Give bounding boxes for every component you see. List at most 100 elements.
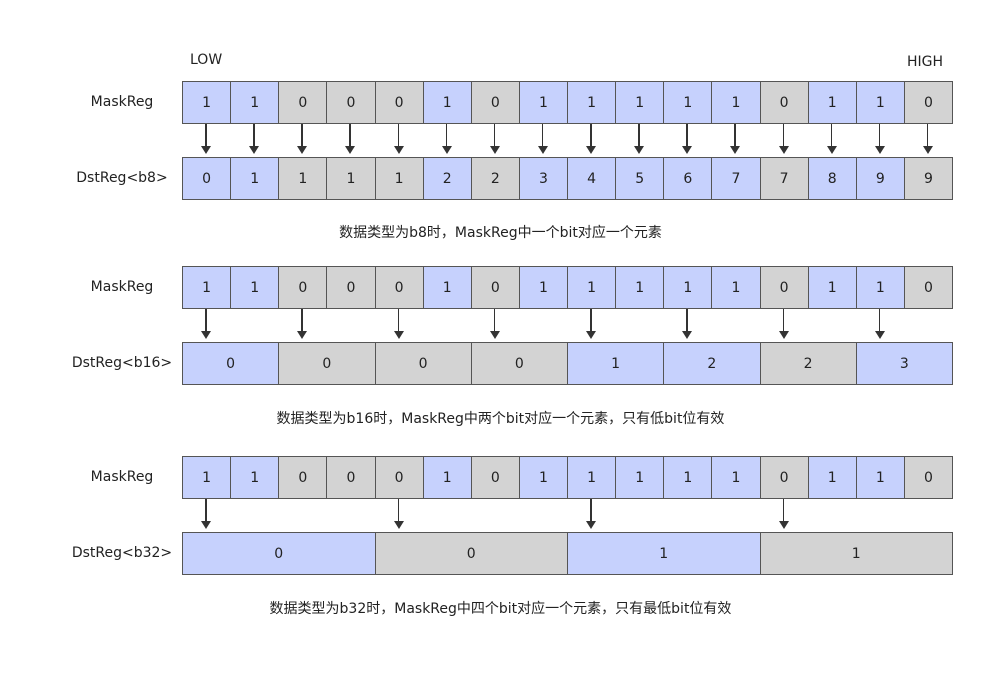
mapping-arrow — [344, 124, 356, 154]
mask-bit-cell: 0 — [326, 456, 376, 499]
dst-element-cell: 4 — [567, 157, 617, 200]
dst-element-cell: 1 — [230, 157, 280, 200]
mapping-arrow — [489, 124, 501, 154]
dst-element-cell: 7 — [759, 157, 809, 200]
mapping-arrow — [393, 124, 405, 154]
dst-reg-label: DstReg<b8> — [76, 170, 168, 186]
mask-bit-cell: 1 — [422, 81, 472, 124]
mask-bit-cell: 1 — [567, 81, 617, 124]
dst-element-cell: 0 — [374, 342, 472, 385]
dst-element-cell: 0 — [182, 157, 232, 200]
dst-reg-label: DstReg<b16> — [71, 355, 173, 371]
mask-bit-cell: 1 — [807, 266, 857, 309]
mask-bit-cell: 1 — [615, 456, 665, 499]
dst-element-cell: 2 — [663, 342, 761, 385]
mask-bit-cell: 1 — [663, 456, 713, 499]
section-caption: 数据类型为b32时，MaskReg中四个bit对应一个元素，只有最低bit位有效 — [269, 601, 732, 617]
mapping-arrow — [489, 309, 501, 339]
mapping-arrow — [681, 309, 693, 339]
mask-bit-cell: 0 — [278, 266, 328, 309]
mapping-arrow — [393, 499, 405, 529]
mask-bit-cell: 1 — [230, 81, 280, 124]
mask-bit-cell: 0 — [470, 456, 520, 499]
mask-bit-cell: 0 — [374, 81, 424, 124]
mapping-arrow — [729, 124, 741, 154]
mapping-arrow — [585, 499, 597, 529]
mapping-arrow — [778, 309, 790, 339]
dst-element-cell: 3 — [855, 342, 953, 385]
dst-element-cell: 1 — [326, 157, 376, 200]
mask-bit-cell: 0 — [759, 456, 809, 499]
mask-bit-cell: 0 — [759, 81, 809, 124]
mask-bit-cell: 1 — [711, 81, 761, 124]
mask-bit-cell: 1 — [855, 456, 905, 499]
mapping-arrow — [874, 309, 886, 339]
mask-reg-label: MaskReg — [90, 469, 154, 485]
mapping-arrow — [633, 124, 645, 154]
mapping-arrow — [537, 124, 549, 154]
dst-element-cell: 9 — [903, 157, 953, 200]
dst-element-cell: 2 — [422, 157, 472, 200]
mask-bit-cell: 1 — [518, 81, 568, 124]
mask-bit-cell: 1 — [518, 456, 568, 499]
mapping-arrow — [585, 124, 597, 154]
mask-bit-cell: 1 — [422, 456, 472, 499]
mask-bit-cell: 1 — [855, 81, 905, 124]
dst-element-cell: 2 — [759, 342, 857, 385]
mask-bit-cell: 1 — [422, 266, 472, 309]
dst-element-cell: 2 — [470, 157, 520, 200]
mask-bit-cell: 0 — [470, 81, 520, 124]
low-label: LOW — [190, 52, 223, 68]
mask-bit-cell: 0 — [326, 266, 376, 309]
dst-element-cell: 0 — [470, 342, 568, 385]
mask-bit-cell: 1 — [615, 266, 665, 309]
mask-bit-cell: 0 — [326, 81, 376, 124]
dst-element-cell: 0 — [182, 532, 376, 575]
dst-element-cell: 0 — [182, 342, 280, 385]
mapping-arrow — [922, 124, 934, 154]
dst-element-cell: 9 — [855, 157, 905, 200]
mask-bit-cell: 0 — [278, 456, 328, 499]
mask-bit-cell: 0 — [903, 456, 953, 499]
mapping-arrow — [778, 499, 790, 529]
mapping-arrow — [826, 124, 838, 154]
mask-bit-cell: 1 — [182, 81, 232, 124]
mask-bit-cell: 1 — [855, 266, 905, 309]
mask-reg-label: MaskReg — [90, 279, 154, 295]
dst-element-cell: 1 — [567, 342, 665, 385]
mask-bit-cell: 1 — [807, 81, 857, 124]
mask-bit-cell: 1 — [518, 266, 568, 309]
mask-bit-cell: 1 — [663, 266, 713, 309]
mask-bit-cell: 0 — [759, 266, 809, 309]
dst-element-cell: 1 — [759, 532, 953, 575]
mask-bit-cell: 1 — [182, 456, 232, 499]
dst-element-cell: 5 — [615, 157, 665, 200]
mask-bit-cell: 0 — [374, 266, 424, 309]
mapping-arrow — [441, 124, 453, 154]
mapping-arrow — [681, 124, 693, 154]
dst-reg-label: DstReg<b32> — [71, 545, 173, 561]
mask-bit-cell: 0 — [470, 266, 520, 309]
mask-bit-cell: 1 — [711, 266, 761, 309]
dst-element-cell: 0 — [374, 532, 568, 575]
mapping-arrow — [200, 499, 212, 529]
mask-bit-cell: 1 — [230, 456, 280, 499]
mask-bit-cell: 0 — [278, 81, 328, 124]
mask-bit-cell: 1 — [230, 266, 280, 309]
mapping-arrow — [248, 124, 260, 154]
mask-bit-cell: 1 — [182, 266, 232, 309]
mapping-arrow — [585, 309, 597, 339]
dst-element-cell: 1 — [278, 157, 328, 200]
dst-element-cell: 1 — [567, 532, 761, 575]
mapping-arrow — [874, 124, 886, 154]
mapping-arrow — [296, 124, 308, 154]
mask-bit-cell: 0 — [903, 266, 953, 309]
section-caption: 数据类型为b8时，MaskReg中一个bit对应一个元素 — [339, 225, 662, 241]
mask-bit-cell: 0 — [903, 81, 953, 124]
dst-element-cell: 1 — [374, 157, 424, 200]
mapping-arrow — [393, 309, 405, 339]
mapping-arrow — [296, 309, 308, 339]
mapping-arrow — [200, 124, 212, 154]
mapping-arrow — [778, 124, 790, 154]
